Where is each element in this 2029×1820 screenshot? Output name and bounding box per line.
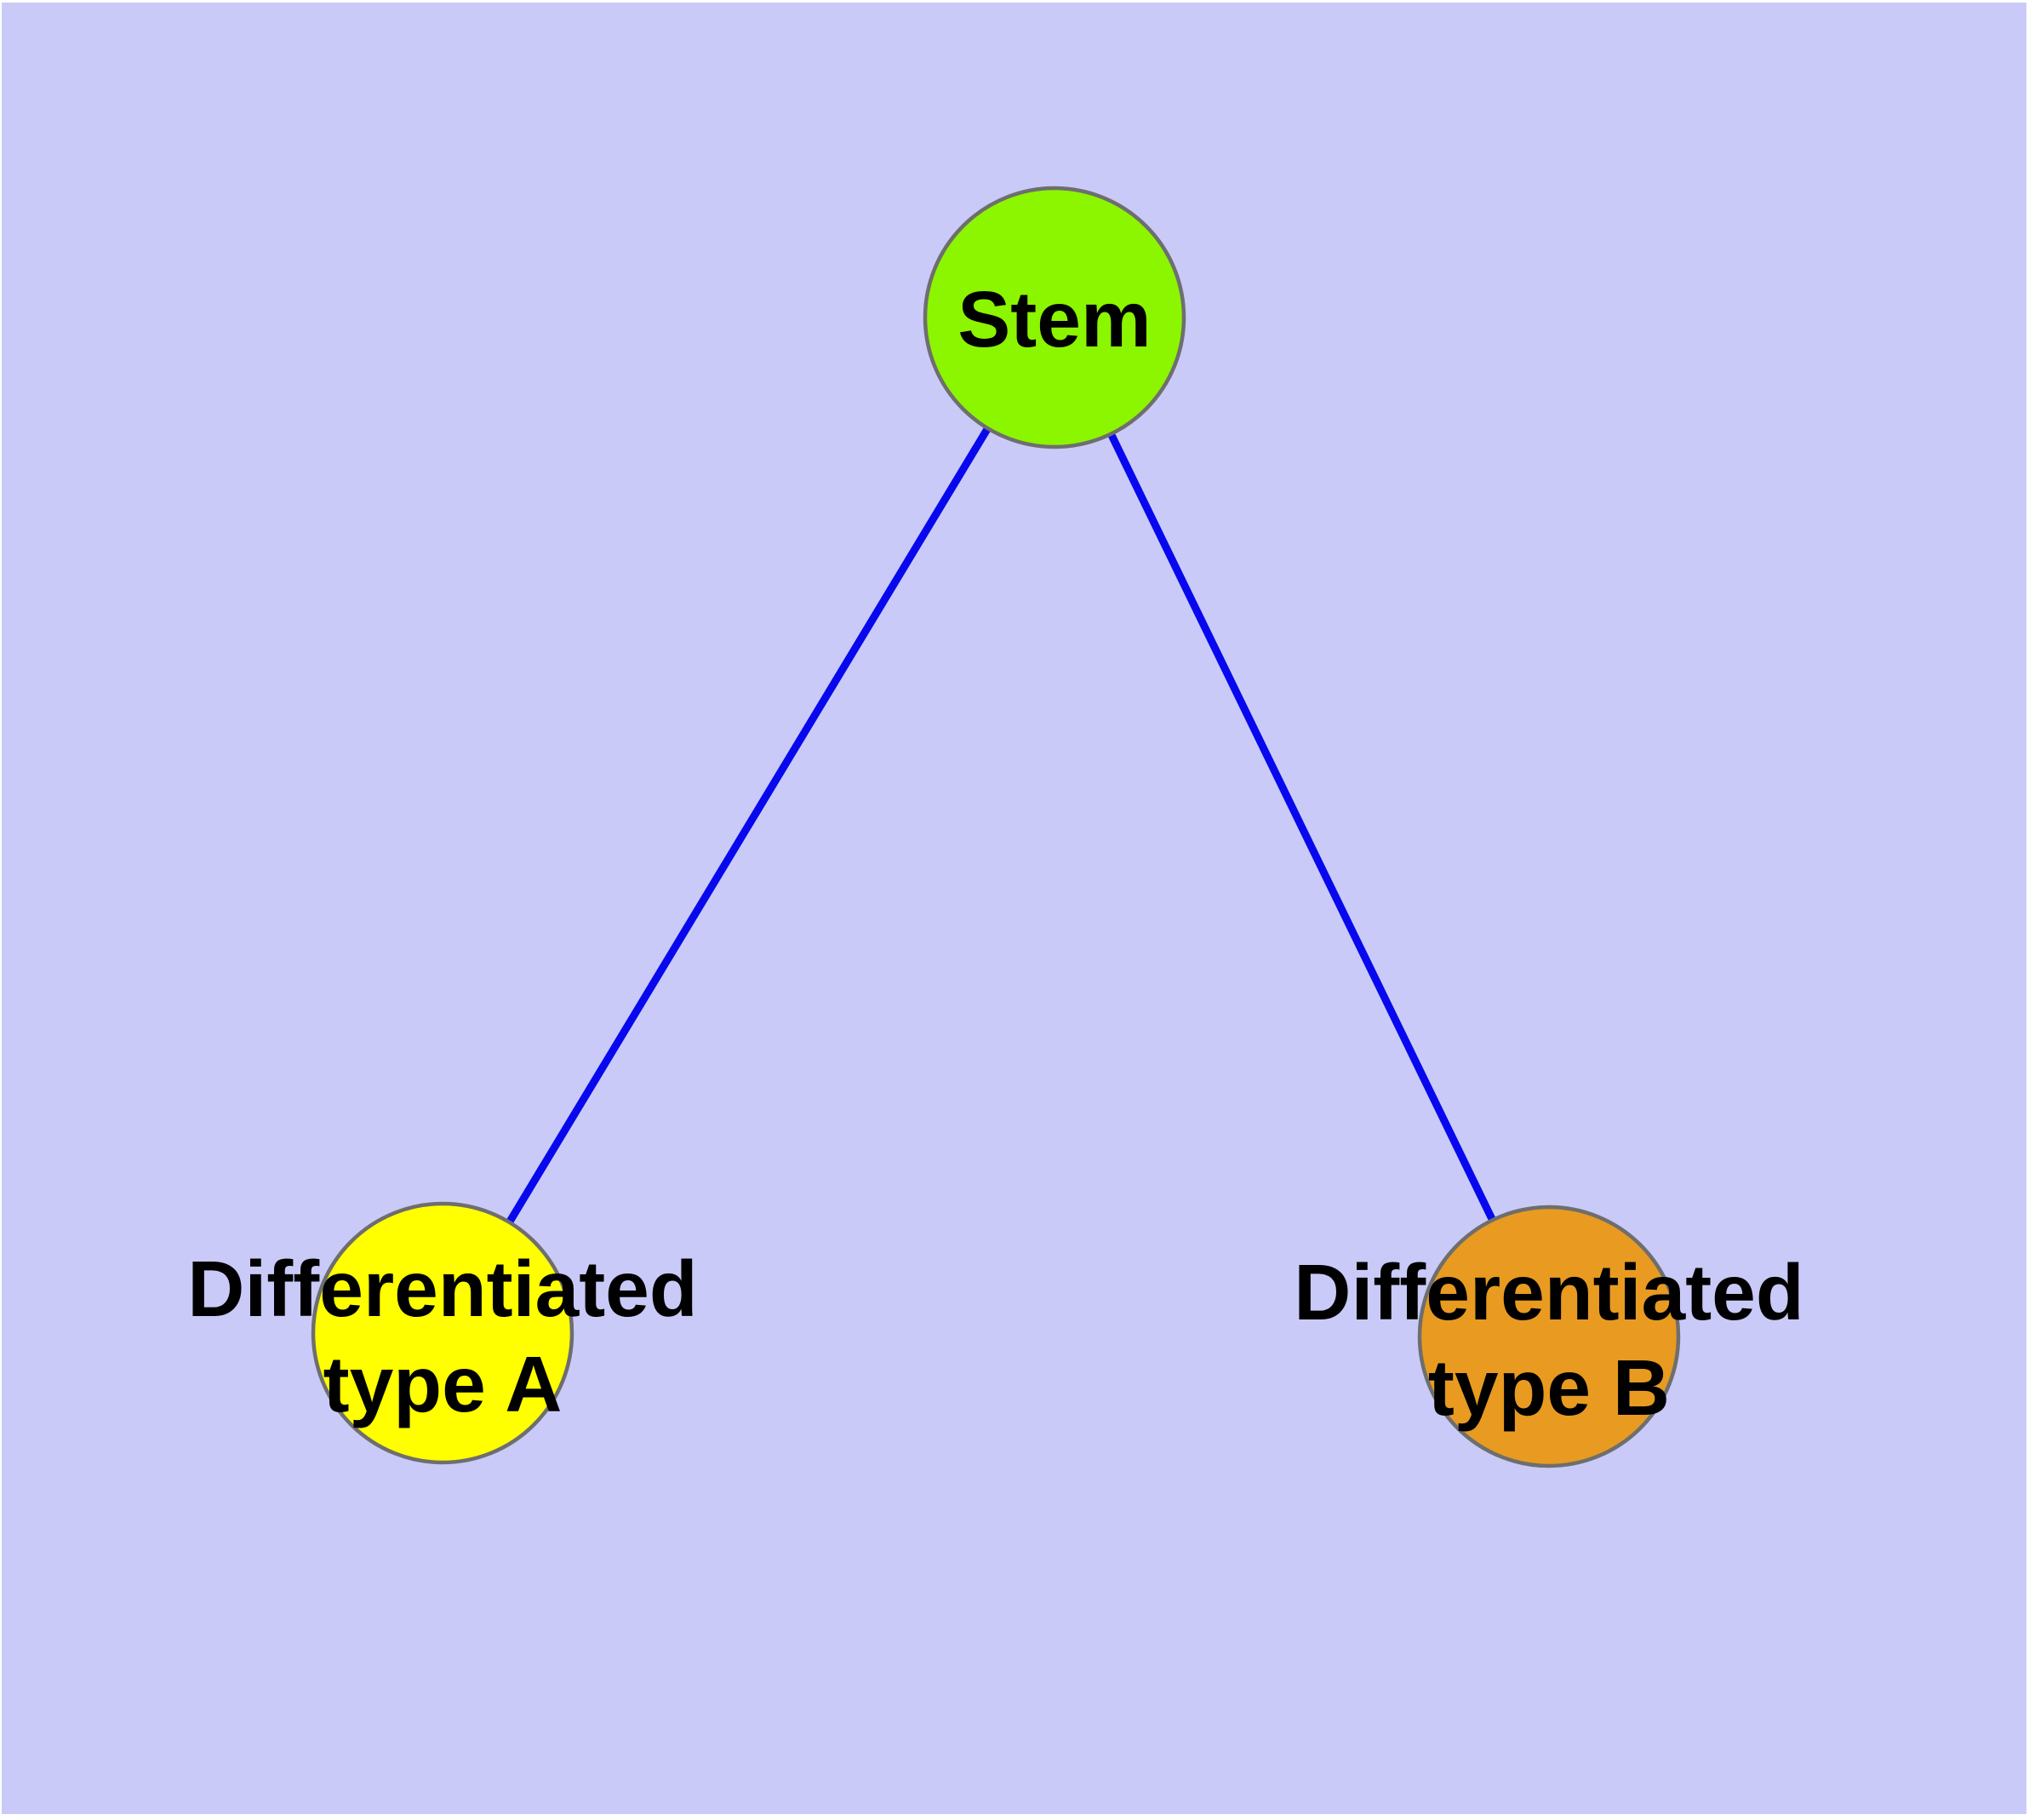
type-a-node-label-line1: Differentiated [187,1245,697,1333]
stem-node-label: Stem [957,275,1151,363]
edge-stem-to-type-a [439,315,1058,1336]
stem-node[interactable] [923,186,1186,449]
type-a-node-label-line2: type A [323,1340,563,1428]
edge-stem-to-type-b [1050,316,1553,1338]
type-b-node-label-line1: Differentiated [1294,1248,1803,1336]
type-a-node[interactable] [311,1201,574,1465]
type-b-node-label-line2: type B [1428,1343,1670,1432]
type-b-node[interactable] [1417,1205,1681,1468]
